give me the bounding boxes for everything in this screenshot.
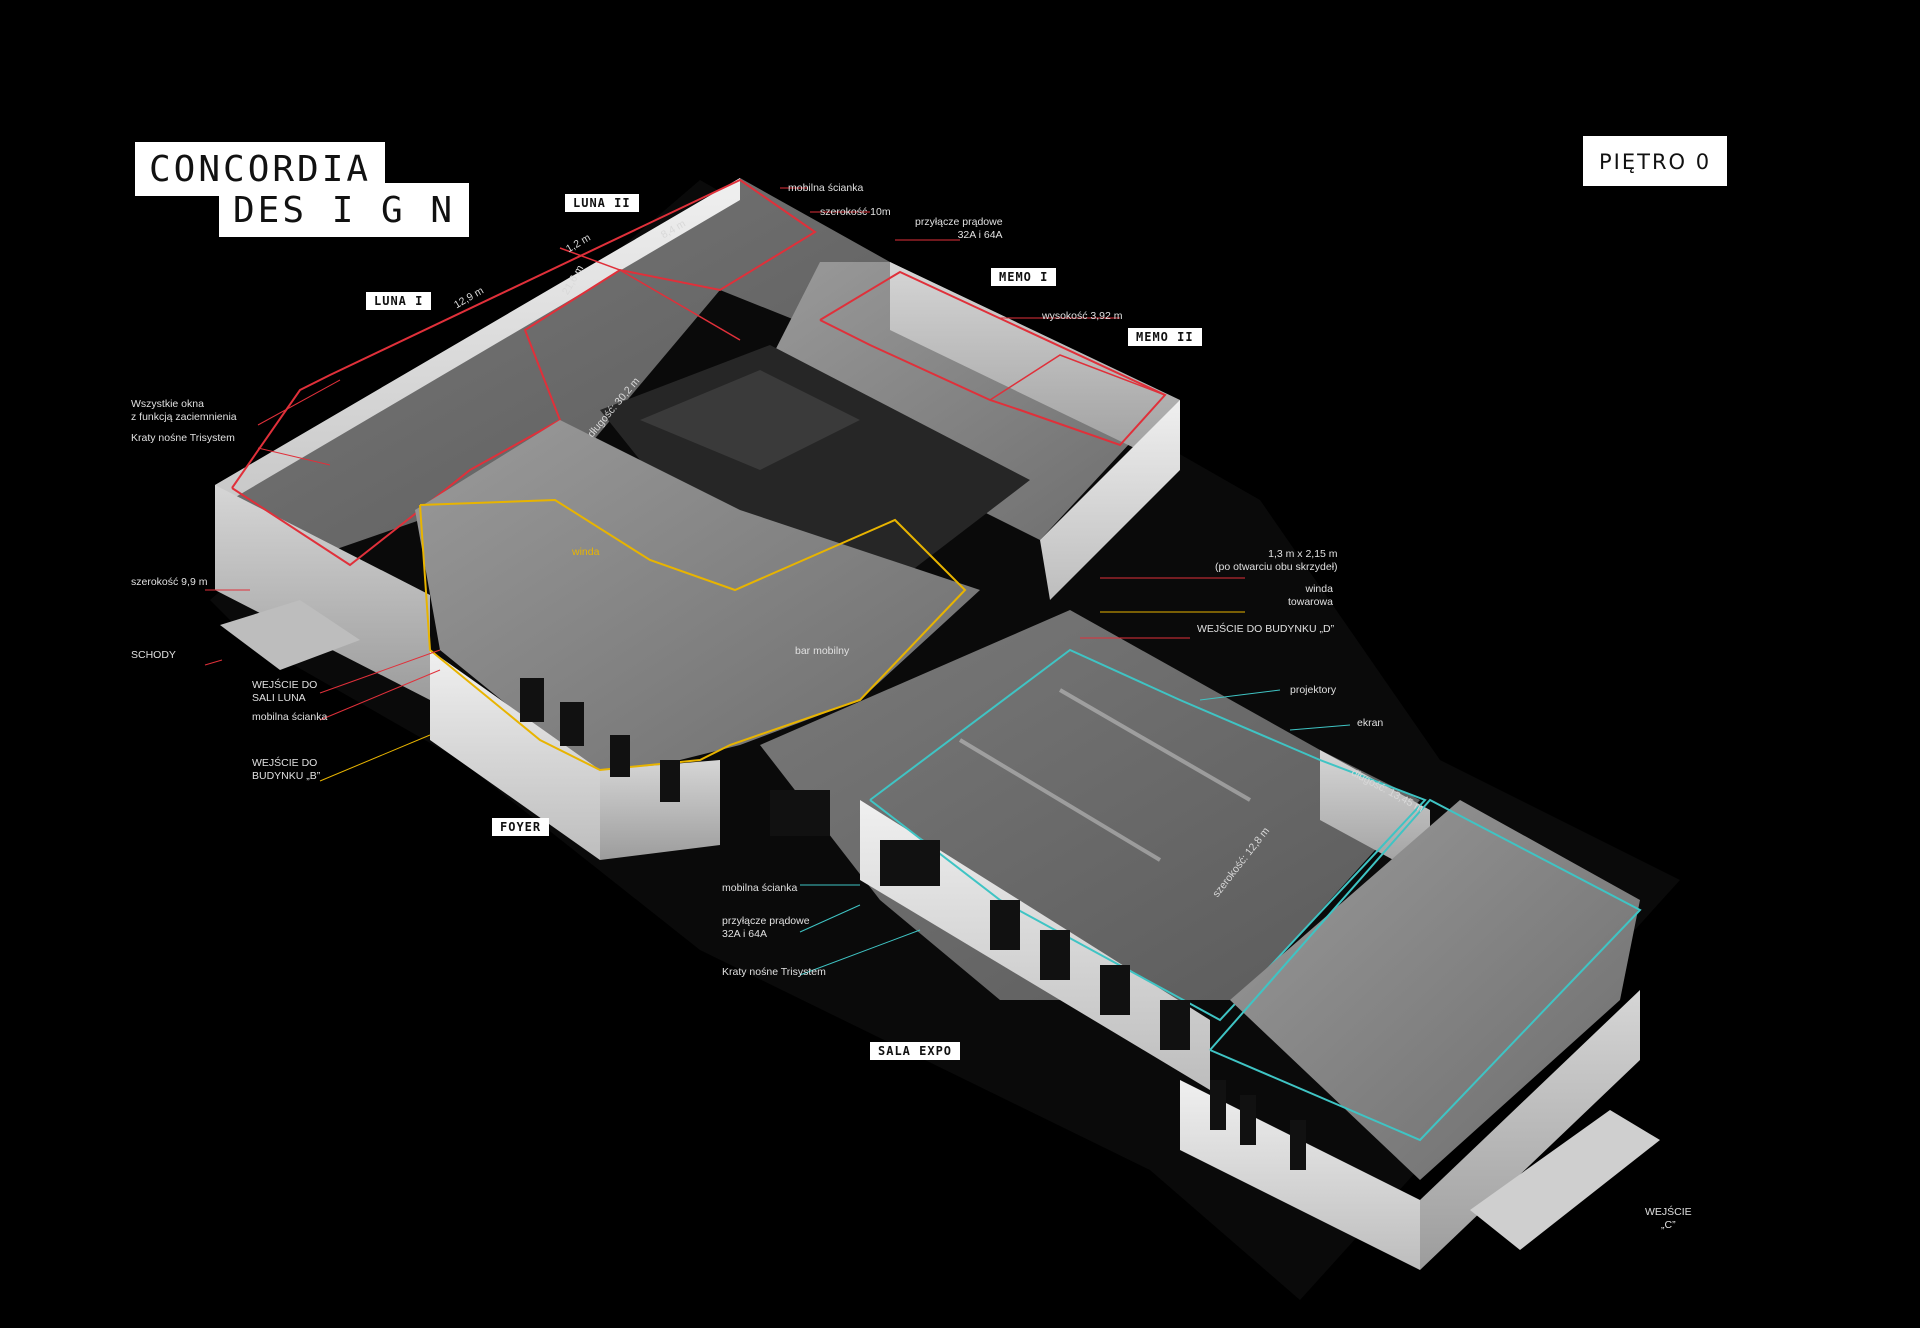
luna-wing-west-wall — [215, 485, 430, 700]
annex-outline — [1209, 798, 1642, 1142]
note-entrance-luna: WEJŚCIE DO SALI LUNA — [252, 679, 318, 704]
floor-level-badge: PIĘTRO 0 — [1583, 136, 1728, 186]
note-power-expo: przyłącze prądowe 32A i 64A — [722, 915, 810, 940]
luna-wing-outer-wall — [215, 178, 740, 590]
note-freight-elevator: winda towarowa — [1288, 583, 1333, 608]
room-tag-memo-1[interactable]: MEMO I — [991, 268, 1057, 287]
room-tag-luna-2[interactable]: LUNA II — [565, 194, 639, 213]
note-mobile-wall-expo: mobilna ścianka — [722, 882, 798, 894]
annex-floor — [1230, 800, 1640, 1180]
note-width-10: szerokość 10m — [820, 206, 891, 218]
service-core-walls — [640, 370, 860, 470]
expo-south-wall — [860, 800, 1210, 1090]
note-trisystem-left: Kraty nośne Trisystem — [131, 432, 235, 444]
note-door-size: 1,3 m x 2,15 m (po otwarciu obu skrzydeł… — [1215, 548, 1338, 573]
memo-wing-east-wall — [1040, 400, 1180, 600]
room-tag-sala-expo[interactable]: SALA EXPO — [870, 1042, 961, 1061]
note-elevator: winda — [572, 546, 600, 558]
foyer-floor — [415, 420, 980, 780]
luna-wing-floor — [215, 178, 890, 560]
note-width-9-9: szerokość 9,9 m — [131, 576, 208, 588]
note-projectors: projektory — [1290, 684, 1337, 696]
annex-side-wall — [1420, 990, 1640, 1270]
room-tag-luna-1[interactable]: LUNA I — [366, 292, 432, 311]
brand-logo-line-2: DES I G N — [219, 183, 470, 237]
note-bar: bar mobilny — [795, 645, 850, 657]
foyer-south-wall — [430, 650, 600, 860]
room-tag-memo-2[interactable]: MEMO II — [1128, 328, 1202, 347]
memo-wing-outer-wall — [890, 262, 1180, 470]
memo-wing-floor — [760, 262, 1170, 540]
note-mobile-wall-left: mobilna ścianka — [252, 711, 328, 723]
note-trisystem-expo: Kraty nośne Trisystem — [722, 966, 826, 978]
note-screen: ekran — [1357, 717, 1384, 729]
memo-outline — [819, 270, 1167, 447]
note-stairs: SCHODY — [131, 649, 176, 661]
note-mobile-wall-top: mobilna ścianka — [788, 182, 864, 194]
annotation-leader-lines — [204, 187, 1351, 976]
note-power-top: przyłącze prądowe 32A i 64A — [915, 216, 1003, 241]
foyer-outline — [419, 498, 967, 772]
note-windows-blackout: Wszystkie okna z funkcją zaciemnienia — [131, 398, 237, 423]
expo-trusses — [958, 738, 1162, 862]
south-facade-windows — [520, 678, 1306, 1170]
expo-trusses-2 — [1058, 688, 1252, 802]
note-entrance-b: WEJŚCIE DO BUDYNKU „B” — [252, 757, 321, 782]
expo-outline — [869, 648, 1427, 1022]
luna-divider — [559, 247, 741, 341]
entrance-c-steps — [1470, 1110, 1660, 1250]
memo-divider — [989, 354, 1166, 401]
foyer-south-wall-2 — [600, 760, 720, 860]
note-entrance-d: WEJŚCIE DO BUDYNKU „D” — [1197, 623, 1335, 635]
west-stairs — [220, 600, 360, 670]
expo-east-wall — [1320, 750, 1430, 880]
note-height: wysokość 3,92 m — [1042, 310, 1123, 322]
room-tag-foyer[interactable]: FOYER — [492, 818, 550, 837]
note-entrance-c: WEJŚCIE „C” — [1645, 1206, 1692, 1231]
